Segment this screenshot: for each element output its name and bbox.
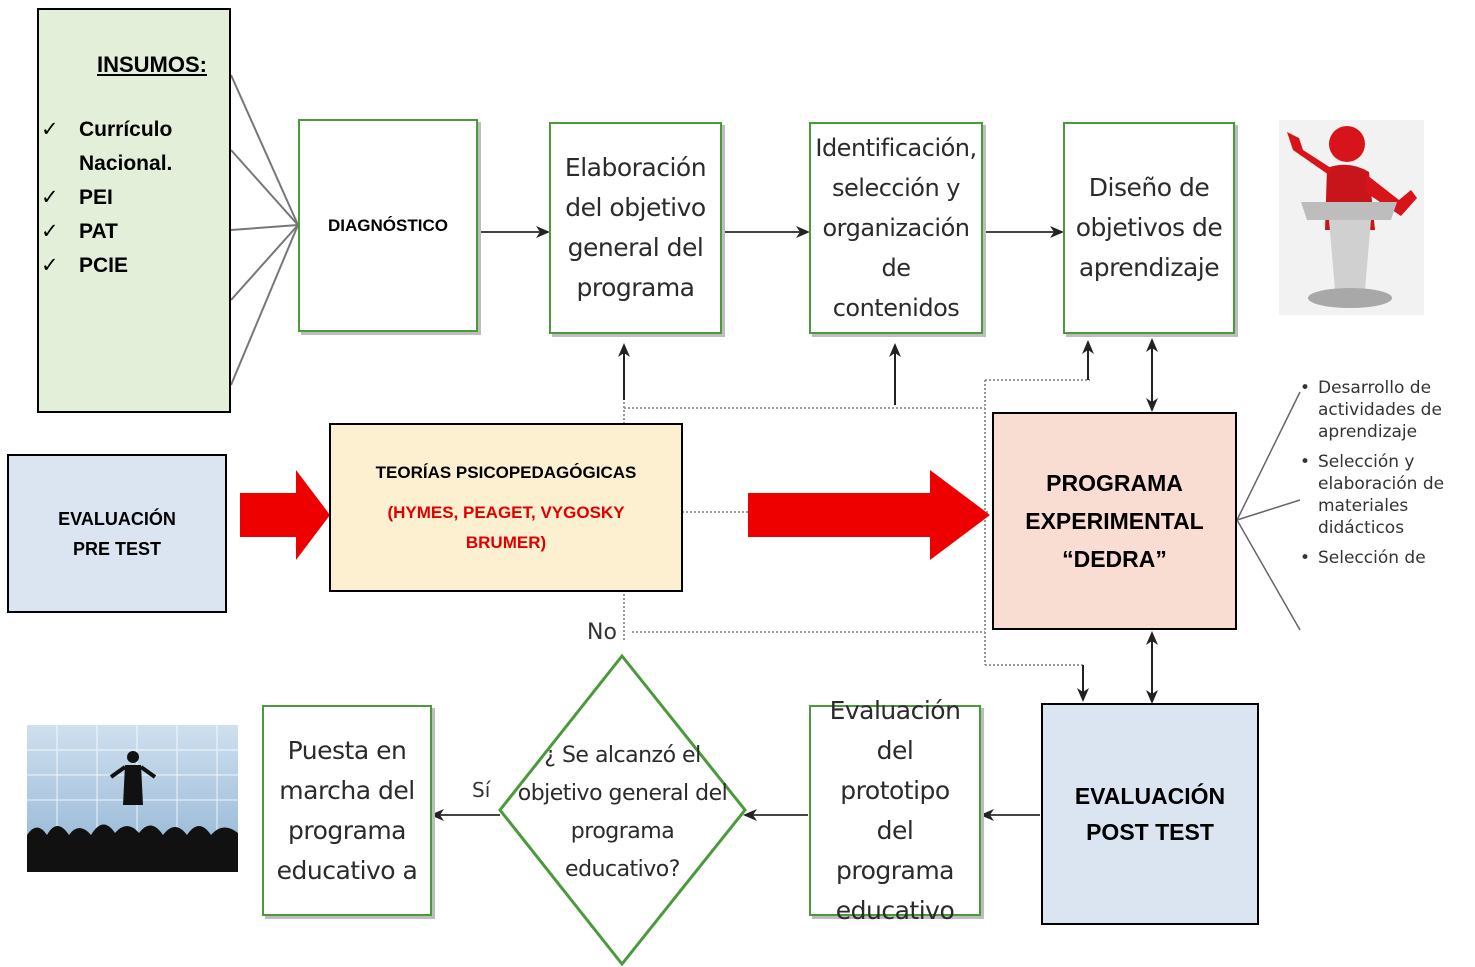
programa-label: PROGRAMA EXPERIMENTAL “DEDRA”	[1025, 470, 1204, 572]
red-arrow-teorias-to-programa	[748, 470, 990, 560]
teorias-box: TEORÍAS PSICOPEDAGÓGICAS (HYMES, PEAGET,…	[329, 423, 683, 592]
fan-lines	[230, 74, 299, 386]
bullet-item: Desarrollo de actividades de aprendizaje	[1298, 377, 1468, 443]
check-icon: ✓	[41, 220, 59, 243]
elaboracion-box: Elaboración del objetivo general del pro…	[549, 122, 722, 334]
diagnostico-box: DIAGNÓSTICO	[298, 119, 478, 332]
insumos-title: INSUMOS:	[97, 52, 207, 77]
puesta-label: Puesta en marcha del programa educativo …	[276, 735, 418, 885]
insumos-item: ✓PCIE	[39, 249, 229, 283]
elaboracion-label: Elaboración del objetivo general del pro…	[564, 153, 707, 302]
insumos-box: INSUMOS: ✓Currículo Nacional. ✓PEI ✓PAT …	[37, 8, 231, 413]
evaluacion-pre-box: EVALUACIÓN PRE TEST	[7, 454, 227, 613]
check-icon: ✓	[41, 186, 59, 209]
evaluacion-prototipo-box: Evaluación del prototipo del programa ed…	[809, 696, 981, 925]
bullet-item: Selección y elaboración de materiales di…	[1298, 451, 1468, 539]
si-label: Sí	[472, 778, 491, 802]
insumos-item: ✓PEI	[39, 181, 229, 215]
evaluacion-post-box: EVALUACIÓN POST TEST	[1041, 703, 1259, 925]
insumos-list: ✓Currículo Nacional. ✓PEI ✓PAT ✓PCIE	[39, 113, 229, 283]
bullet-item: Selección de	[1298, 547, 1468, 569]
diseno-box: Diseño de objetivos de aprendizaje	[1063, 122, 1235, 334]
evaluacion-post-label: EVALUACIÓN POST TEST	[1074, 783, 1226, 845]
insumos-item: ✓Currículo Nacional.	[39, 113, 229, 181]
insumos-item: ✓PAT	[39, 215, 229, 249]
programa-bullets: Desarrollo de actividades de aprendizaje…	[1298, 377, 1468, 577]
teorias-title: TEORÍAS PSICOPEDAGÓGICAS	[375, 462, 637, 482]
decision-label: ¿ Se alcanzó el objetivo general del pro…	[517, 743, 728, 882]
check-icon: ✓	[41, 118, 59, 141]
no-label: No	[587, 620, 617, 645]
programa-box: PROGRAMA EXPERIMENTAL “DEDRA”	[992, 412, 1237, 630]
identificacion-box: Identificación, selección y organización…	[809, 122, 983, 334]
bullet-lines	[1236, 391, 1301, 631]
teorias-authors: (HYMES, PEAGET, VYGOSKY BRUMER)	[387, 502, 625, 552]
speaker-at-podium-icon	[1279, 120, 1424, 315]
check-icon: ✓	[41, 254, 59, 277]
evaluacion-pre-label: EVALUACIÓN PRE TEST	[58, 508, 176, 559]
diseno-label: Diseño de objetivos de aprendizaje	[1075, 173, 1223, 282]
presenter-audience-icon	[27, 725, 238, 872]
puesta-box: Puesta en marcha del programa educativo …	[262, 705, 432, 916]
identificacion-label: Identificación, selección y organización…	[815, 134, 977, 322]
red-arrow-pre-to-teorias	[240, 470, 330, 560]
diagnostico-label: DIAGNÓSTICO	[328, 215, 448, 235]
decision-text: ¿ Se alcanzó el objetivo general del pro…	[515, 728, 730, 898]
decision-diamond	[498, 653, 747, 967]
evaluacion-prototipo-label: Evaluación del prototipo del programa ed…	[829, 695, 961, 925]
